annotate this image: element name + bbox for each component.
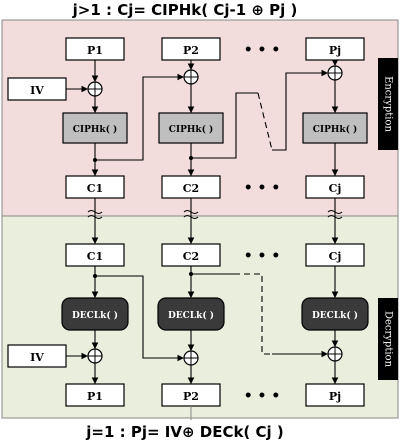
enc-ciph-j: CIPHk( ) xyxy=(302,112,368,144)
enc-plain-j: Pj xyxy=(305,37,365,61)
svg-text:DECLk( ): DECLk( ) xyxy=(72,310,118,321)
svg-text:P1: P1 xyxy=(87,390,103,403)
enc-xor-1 xyxy=(87,81,103,97)
enc-ellipsis-top: • • • xyxy=(244,42,281,58)
svg-text:DECLk( ): DECLk( ) xyxy=(168,310,214,321)
svg-text:C2: C2 xyxy=(183,182,199,195)
enc-ellipsis-bottom: • • • xyxy=(244,180,281,196)
channel-break-marks xyxy=(87,210,343,219)
dec-plain-2: P2 xyxy=(161,383,221,407)
channel-lines xyxy=(91,198,339,245)
svg-text:CIPHk( ): CIPHk( ) xyxy=(169,124,214,135)
dec-ellipsis-bottom: • • • xyxy=(244,388,281,404)
dec-cipher-1: C1 xyxy=(65,243,125,267)
enc-xor-2 xyxy=(183,69,199,85)
svg-text:Pj: Pj xyxy=(329,390,341,403)
dec-decl-1: DECLk( ) xyxy=(61,297,129,331)
dec-decl-j: DECLk( ) xyxy=(301,297,369,331)
dec-dots xyxy=(93,272,193,278)
dec-cipher-j: Cj xyxy=(305,243,365,267)
dec-cipher-2: C2 xyxy=(161,243,221,267)
enc-cipher-1: C1 xyxy=(65,175,125,199)
svg-text:P1: P1 xyxy=(87,44,103,57)
dec-plain-1: P1 xyxy=(65,383,125,407)
svg-text:CIPHk( ): CIPHk( ) xyxy=(313,124,358,135)
svg-text:Pj: Pj xyxy=(329,44,341,57)
svg-text:IV: IV xyxy=(30,351,44,364)
enc-plain-1: P1 xyxy=(65,37,125,61)
enc-cipher-j: Cj xyxy=(305,175,365,199)
svg-text:CIPHk( ): CIPHk( ) xyxy=(73,124,118,135)
formula-top: j>1 : Cj= CIPHk( Cj-1 ⊕ Pj ) xyxy=(72,1,298,19)
enc-plain-2: P2 xyxy=(161,37,221,61)
svg-text:P2: P2 xyxy=(183,44,199,57)
encryption-tag xyxy=(378,58,398,150)
svg-text:P2: P2 xyxy=(183,390,199,403)
dec-connectors xyxy=(66,266,339,385)
decryption-label: Decryption xyxy=(383,311,394,368)
formula-bottom: j=1 : Pj= IV⊕ DECk( Cj ) xyxy=(85,423,283,441)
svg-text:C1: C1 xyxy=(87,182,103,195)
svg-text:Cj: Cj xyxy=(329,250,342,263)
svg-text:C1: C1 xyxy=(87,250,103,263)
svg-text:DECLk( ): DECLk( ) xyxy=(312,310,358,321)
decryption-tag xyxy=(378,298,398,380)
enc-connectors xyxy=(66,59,339,177)
encryption-label: Encryption xyxy=(383,76,394,132)
enc-ciph-1: CIPHk( ) xyxy=(62,112,128,144)
dec-plain-j: Pj xyxy=(305,383,365,407)
enc-cipher-2: C2 xyxy=(161,175,221,199)
enc-iv-box: IV xyxy=(7,77,67,101)
svg-text:Cj: Cj xyxy=(329,182,342,195)
dec-iv-box: IV xyxy=(7,344,67,368)
dec-xor-2 xyxy=(183,350,199,366)
enc-xor-j xyxy=(327,65,343,81)
enc-ciph-2: CIPHk( ) xyxy=(158,112,224,144)
dec-ellipsis-top: • • • xyxy=(244,248,281,264)
enc-dots xyxy=(93,156,193,162)
svg-text:IV: IV xyxy=(30,84,44,97)
dec-xor-j xyxy=(327,346,343,362)
svg-text:C2: C2 xyxy=(183,250,199,263)
dec-xor-1 xyxy=(87,348,103,364)
dec-decl-2: DECLk( ) xyxy=(157,297,225,331)
